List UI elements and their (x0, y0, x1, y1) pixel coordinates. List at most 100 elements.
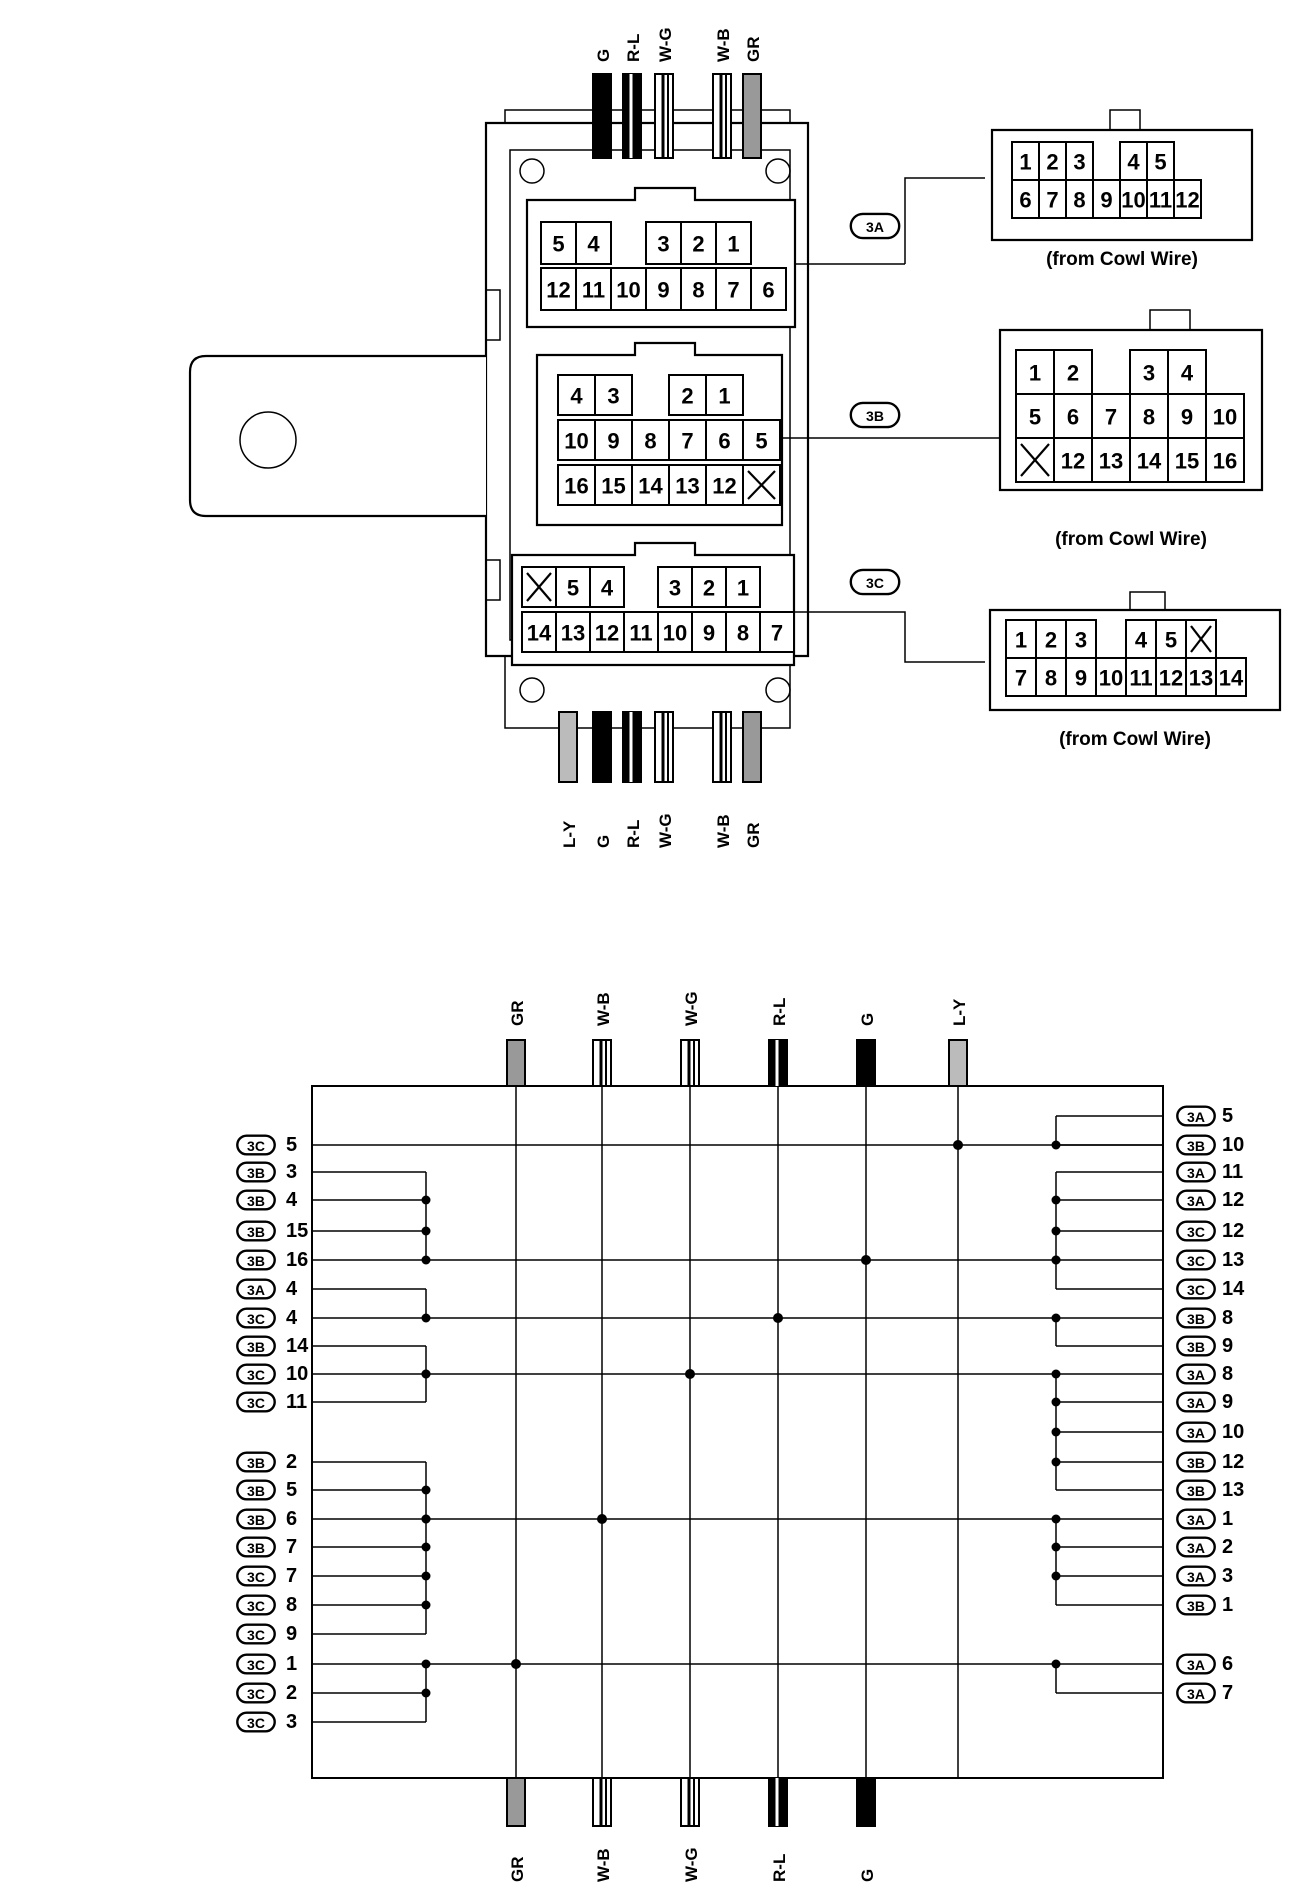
leader-3c (794, 611, 985, 663)
pin-cell (750, 267, 787, 311)
pin-number: 13 (561, 621, 585, 646)
badge-label: 3A (1187, 1193, 1205, 1209)
left-terminal-pin: 5 (286, 1134, 297, 1156)
wire-stub-bottom-5 (742, 711, 762, 783)
wire-body (742, 73, 762, 159)
block-top-flange (504, 109, 791, 123)
pin-number: 7 (681, 429, 693, 454)
wire-stub-top-3 (712, 73, 732, 159)
badge-label: 3C (1187, 1282, 1205, 1298)
connector-badge-3c: 3C (236, 1391, 276, 1413)
pin-number: 6 (1067, 405, 1079, 430)
pin-number: 13 (1189, 666, 1213, 691)
badge-label: 3A (1187, 1395, 1205, 1411)
pin-cell (742, 419, 781, 461)
mount-hole (765, 158, 791, 184)
pin-cell (575, 221, 612, 265)
badge-outline (236, 1536, 276, 1558)
pin-number: 6 (718, 429, 730, 454)
connector-badge-3b: 3B (236, 1479, 276, 1501)
badge-label: 3A (1187, 1109, 1205, 1125)
blank-pin-x (1020, 443, 1050, 477)
pin-number: 9 (1075, 666, 1087, 691)
pin-number: 2 (703, 576, 715, 601)
right-terminal-pin: 3 (1222, 1565, 1233, 1587)
left-terminal-pin: 5 (286, 1479, 297, 1501)
left-terminal-pin: 1 (286, 1653, 297, 1675)
pin-number: 12 (1175, 188, 1199, 213)
left-terminal: 3A 4 (236, 1278, 298, 1300)
badge-label: 3A (1187, 1540, 1205, 1556)
badge-outline (236, 1711, 276, 1733)
right-terminal-pin: 1 (1222, 1594, 1233, 1616)
junction-dot (421, 1600, 431, 1610)
pin-number: 15 (601, 474, 625, 499)
pin-number: 16 (1213, 449, 1237, 474)
connector-badge-3a: 3A (236, 1278, 276, 1300)
pin-number: 8 (1143, 405, 1155, 430)
pin-number: 14 (1219, 666, 1244, 691)
pin-number: 5 (755, 429, 767, 454)
pin-number: 9 (657, 278, 669, 303)
badge-outline (1176, 1391, 1216, 1413)
left-terminal: 3B 5 (236, 1479, 297, 1501)
left-terminal-pin: 11 (286, 1391, 307, 1413)
schematic-top-wire-label: G (858, 1013, 877, 1026)
badge-outline (236, 1134, 276, 1156)
badge-outline (849, 212, 901, 240)
wire-stub-schem-top-1 (592, 1039, 612, 1087)
badge-outline (1176, 1278, 1216, 1300)
right-terminal-pin: 2 (1222, 1536, 1233, 1558)
pin-number: 9 (1181, 405, 1193, 430)
badge-label: 3A (1187, 1657, 1205, 1673)
left-terminal-pin: 4 (286, 1278, 298, 1300)
pin-cell (680, 267, 717, 311)
connector-badge-3b: 3B (849, 401, 901, 429)
top-wire-label: G (594, 49, 613, 62)
badge-label: 3B (1187, 1339, 1205, 1355)
pin-number: 7 (727, 278, 739, 303)
badge-label: 3A (866, 219, 884, 235)
bottom-wire-label: GR (744, 823, 763, 849)
right-terminal-pin: 5 (1222, 1105, 1233, 1127)
pin-cell (1167, 393, 1207, 439)
pin-number: 8 (1045, 666, 1057, 691)
pin-number: 1 (727, 232, 739, 257)
right-terminal-pin: 13 (1222, 1249, 1244, 1271)
pin-number: 8 (737, 621, 749, 646)
badge-outline (236, 1391, 276, 1413)
schematic-bottom-wire-label: W-G (682, 1847, 701, 1882)
connector-badge-3c: 3C (236, 1565, 276, 1587)
badge-label: 3B (247, 1165, 265, 1181)
junction-dot (1051, 1397, 1061, 1407)
pin-cell (725, 611, 761, 653)
pin-cell (691, 566, 727, 608)
badge-outline (1176, 1220, 1216, 1242)
connector-badge-3c: 3C (849, 568, 901, 596)
connector-badge-3b: 3B (236, 1508, 276, 1530)
pin-number: 16 (564, 474, 588, 499)
connector-badge-3a: 3A (1176, 1682, 1216, 1704)
wire-stub-schem-top-3 (768, 1039, 788, 1087)
pin-cell (594, 464, 633, 506)
top-wire-label: W-G (656, 27, 675, 62)
pin-cell (1146, 179, 1175, 219)
latch (1129, 591, 1166, 610)
connector-badge-3b: 3B (236, 1451, 276, 1473)
connector-badge-3c: 3C (236, 1623, 276, 1645)
junction-dot (1051, 1427, 1061, 1437)
badge-outline (236, 1653, 276, 1675)
badge-label: 3B (247, 1339, 265, 1355)
junction-dot (421, 1485, 431, 1495)
wire-body (742, 711, 762, 783)
badge-outline (236, 1565, 276, 1587)
